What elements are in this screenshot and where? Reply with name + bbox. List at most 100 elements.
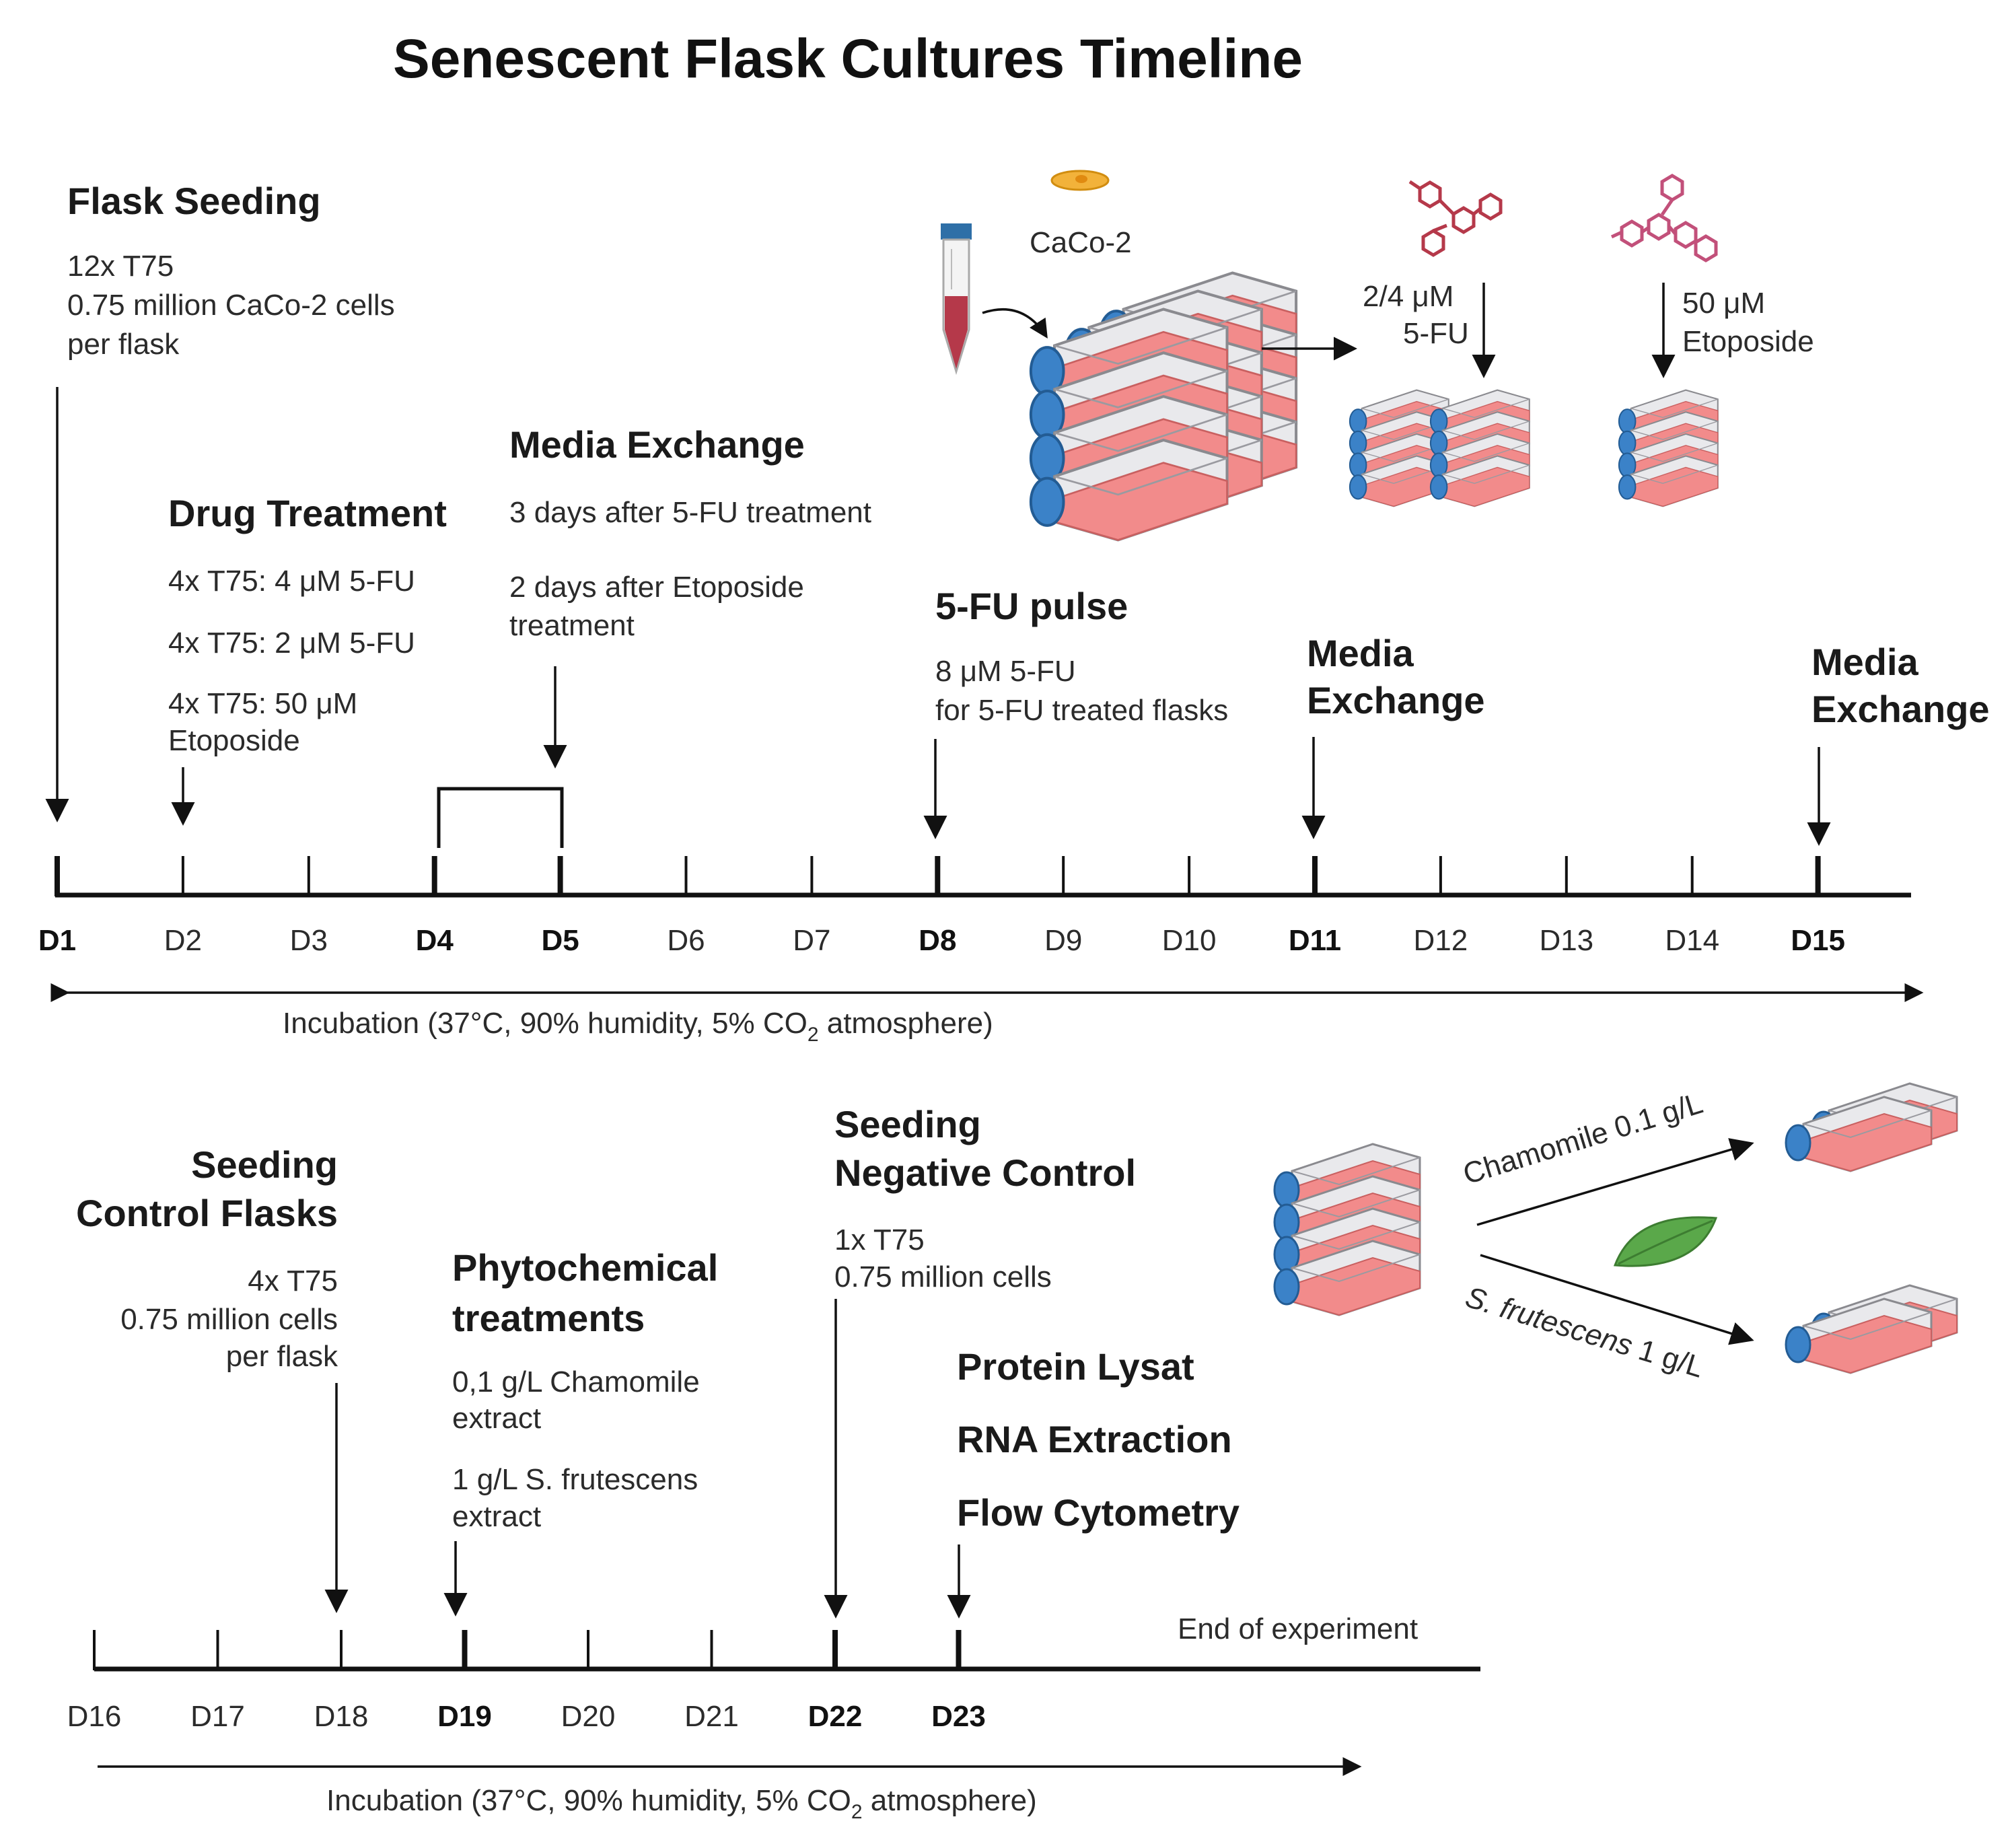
endpoints-block: Protein Lysat RNA Extraction Flow Cytome… (957, 1345, 1240, 1534)
flask-seeding-line: 12x T75 (67, 250, 174, 283)
seeding-control-heading: Seeding (191, 1143, 338, 1186)
top-timeline (55, 856, 1911, 898)
flask-icon (1029, 438, 1229, 542)
diagram-title: Senescent Flask Cultures Timeline (393, 28, 1303, 90)
phytochemical-block: Phytochemical treatments 0,1 g/L Chamomi… (452, 1246, 718, 1533)
bottom-timeline (93, 1630, 1480, 1672)
fu-pulse-line: for 5-FU treated flasks (935, 694, 1228, 727)
phytochemical-line: 1 g/L S. frutescens (452, 1463, 698, 1496)
day-label: D23 (931, 1700, 986, 1733)
etoposide-molecule-icon (1610, 174, 1718, 262)
negative-control-heading: Negative Control (834, 1151, 1136, 1194)
flask-icon (1429, 455, 1530, 507)
day-label: D12 (1414, 924, 1468, 957)
drug-treatment-line: Etoposide (168, 724, 300, 757)
eto-conc-label: 50 μM (1682, 287, 1765, 320)
day-label: D18 (314, 1700, 369, 1733)
treated-flask-stacks (1349, 389, 1719, 507)
day-label: D16 (67, 1700, 122, 1733)
flask-stack-icon (1029, 271, 1298, 542)
day-label: D1 (38, 924, 76, 957)
day-label: D22 (808, 1700, 863, 1733)
bottom-incubation: Incubation (37°C, 90% humidity, 5% CO2 a… (98, 1757, 1362, 1823)
incubation-label-top: Incubation (37°C, 90% humidity, 5% CO2 a… (283, 1007, 993, 1046)
media-exchange-d11-heading: Exchange (1307, 679, 1485, 721)
phyto-treated-flask-stacks (1785, 1082, 1958, 1374)
flask-icon (1273, 1240, 1421, 1316)
top-incubation: Incubation (37°C, 90% humidity, 5% CO2 a… (50, 983, 1924, 1046)
frutescens-label: S. frutescens 1 g/L (1462, 1281, 1707, 1384)
day-label: D17 (190, 1700, 245, 1733)
drug-treatment-line: 4x T75: 4 μM 5-FU (168, 565, 415, 598)
endpoint-protein-lysat: Protein Lysat (957, 1345, 1194, 1388)
fu-molecule-icon (1408, 180, 1503, 257)
day-label: D7 (793, 924, 830, 957)
falcon-tube-icon (941, 223, 972, 376)
frutescens-arrow (1480, 1254, 1754, 1345)
media-exchange-line: 2 days after Etoposide (509, 571, 804, 604)
control-flask-stack-icon (1273, 1143, 1421, 1316)
leaf-icon (1613, 1216, 1718, 1267)
media-exchange-line: 3 days after 5-FU treatment (509, 496, 871, 529)
day-label: D19 (437, 1700, 492, 1733)
chamomile-label: Chamomile 0.1 g/L (1460, 1087, 1707, 1191)
day-label: D9 (1044, 924, 1082, 957)
drug-treatment-heading: Drug Treatment (168, 492, 447, 534)
seeding-control-block: Seeding Control Flasks 4x T75 0.75 milli… (76, 1143, 338, 1373)
seeding-control-line: 4x T75 (248, 1265, 338, 1298)
day-label: D2 (164, 924, 202, 957)
flask-seeding-line: 0.75 million CaCo-2 cells (67, 289, 395, 322)
media-exchange-d15-heading: Media (1811, 641, 1919, 683)
day-label: D11 (1289, 924, 1341, 957)
phytochemical-heading: Phytochemical (452, 1246, 718, 1289)
media-exchange-d11-block: Media Exchange (1307, 632, 1485, 721)
top-illustration: CaCo-2 (941, 170, 1814, 542)
negative-control-heading: Seeding (834, 1103, 981, 1145)
day-label: D3 (290, 924, 328, 957)
media-exchange-d15-heading: Exchange (1811, 688, 1990, 730)
day-label: D8 (919, 924, 956, 957)
flask-icon (1618, 455, 1719, 507)
flask-seeding-line: per flask (67, 328, 180, 361)
flask-icon (1785, 1298, 1933, 1374)
flask-seeding-block: Flask Seeding 12x T75 0.75 million CaCo-… (67, 180, 395, 361)
seeding-control-heading: Control Flasks (76, 1192, 338, 1234)
day-label: D15 (1791, 924, 1845, 957)
drug-treatment-line: 4x T75: 50 μM (168, 687, 357, 720)
top-pointer-arrows (45, 387, 1831, 848)
media-exchange-line: treatment (509, 609, 635, 642)
flask-icon (1785, 1096, 1933, 1172)
day-label: D10 (1162, 924, 1217, 957)
day-label: D14 (1665, 924, 1719, 957)
media-exchange-d11-heading: Media (1307, 632, 1414, 674)
negative-control-block: Seeding Negative Control 1x T75 0.75 mil… (834, 1103, 1136, 1293)
phytochemical-line: 0,1 g/L Chamomile (452, 1365, 700, 1398)
bottom-pointer-arrows (324, 1299, 971, 1619)
phytochemical-line: extract (452, 1402, 541, 1435)
tube-to-flasks-arrow (982, 308, 1048, 339)
flask-seeding-heading: Flask Seeding (67, 180, 321, 222)
drug-treatment-block: Drug Treatment 4x T75: 4 μM 5-FU 4x T75:… (168, 492, 447, 757)
phytochemical-line: extract (452, 1500, 541, 1533)
fu-conc-label: 2/4 μM (1363, 280, 1453, 313)
fu-pulse-heading: 5-FU pulse (935, 585, 1128, 627)
bottom-illustration: Chamomile 0.1 g/L S. frutescens 1 g/L (1273, 1082, 1958, 1384)
day-label: D6 (667, 924, 705, 957)
drug-treatment-line: 4x T75: 2 μM 5-FU (168, 627, 415, 660)
day-label: D20 (561, 1700, 616, 1733)
eto-conc-label: Etoposide (1682, 325, 1814, 358)
fu-pulse-block: 5-FU pulse 8 μM 5-FU for 5-FU treated fl… (935, 585, 1228, 727)
incubation-label-bottom: Incubation (37°C, 90% humidity, 5% CO2 a… (326, 1784, 1037, 1823)
day-label: D13 (1539, 924, 1593, 957)
media-exchange-d15-block: Media Exchange (1811, 641, 1990, 730)
caco2-label: CaCo-2 (1030, 226, 1132, 259)
media-exchange-block: Media Exchange 3 days after 5-FU treatme… (509, 423, 871, 642)
media-exchange-heading: Media Exchange (509, 423, 805, 466)
fu-pulse-line: 8 μM 5-FU (935, 655, 1076, 688)
phytochemical-heading: treatments (452, 1297, 645, 1339)
endpoint-rna-extraction: RNA Extraction (957, 1418, 1232, 1460)
seeding-control-line: per flask (226, 1340, 338, 1373)
